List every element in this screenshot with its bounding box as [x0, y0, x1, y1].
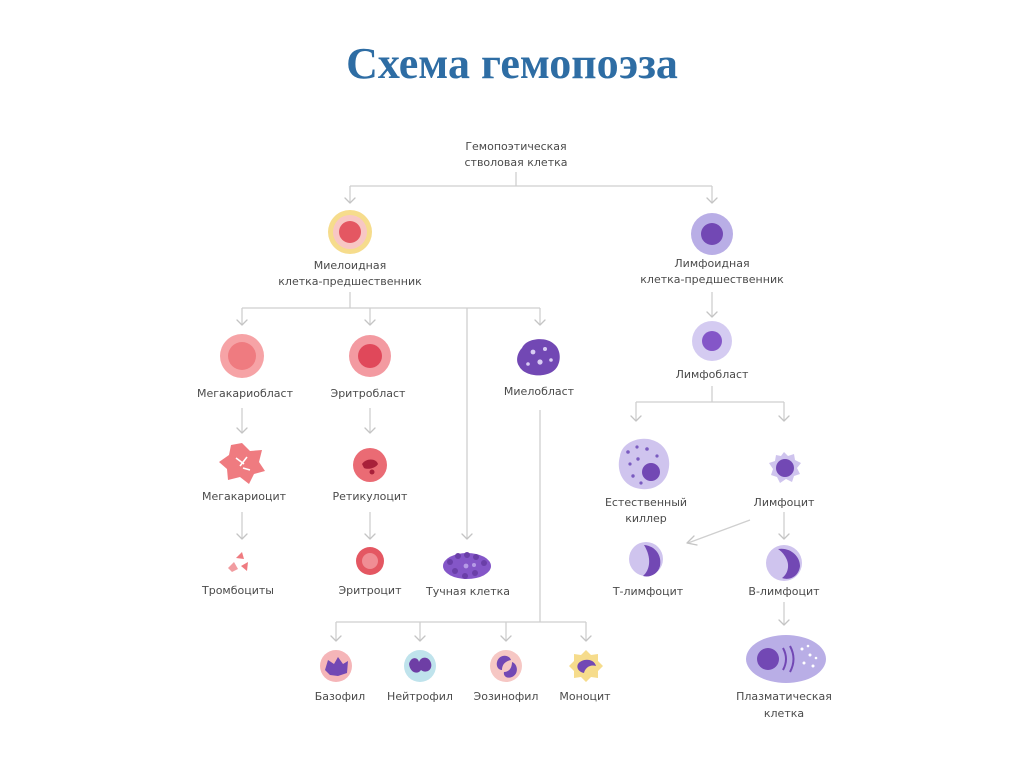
- label-eosinophil: Эозинофил: [474, 690, 539, 703]
- reticulocyte-icon: [353, 448, 387, 482]
- natural-killer-icon: [618, 438, 670, 490]
- t-lymphocyte-icon: [629, 542, 663, 577]
- lymphoblast-icon: [692, 321, 732, 361]
- label-nk-line2: киллер: [625, 512, 667, 525]
- myeloid-progenitor-icon: [328, 210, 372, 254]
- basophil-icon: [320, 650, 352, 682]
- label-t-lymphocyte: Т-лимфоцит: [612, 585, 684, 598]
- label-megakaryocyte: Мегакариоцит: [202, 490, 287, 503]
- label-plasma-line2: клетка: [764, 707, 804, 720]
- label-neutrophil: Нейтрофил: [387, 690, 453, 703]
- label-megakaryoblast: Мегакариобласт: [197, 387, 294, 400]
- eosinophil-icon: [490, 650, 522, 682]
- megakaryoblast-icon: [220, 334, 264, 378]
- label-lymphoid-line2: клетка-предшественник: [640, 273, 784, 286]
- lymphoid-progenitor-icon: [691, 213, 733, 255]
- mast-cell-icon: [443, 552, 491, 579]
- label-basophil: Базофил: [315, 690, 365, 703]
- cell-labels: Гемопоэтическая стволовая клетка Миелоид…: [197, 140, 832, 720]
- megakaryocyte-icon: [219, 443, 265, 484]
- lymphocyte-icon: [769, 452, 801, 483]
- platelets-icon: [228, 552, 248, 572]
- label-myeloblast: Миелобласт: [504, 385, 575, 398]
- connector-lines: [241, 172, 785, 640]
- label-nk-line1: Естественный: [605, 496, 687, 509]
- monocyte-icon: [569, 650, 603, 682]
- arrowheads: [236, 197, 790, 642]
- label-myeloid-line1: Миелоидная: [314, 259, 386, 272]
- label-reticulocyte: Ретикулоцит: [333, 490, 409, 503]
- label-hsc-line1: Гемопоэтическая: [465, 140, 566, 153]
- label-erythroblast: Эритробласт: [331, 387, 407, 400]
- label-hsc-line2: стволовая клетка: [464, 156, 567, 169]
- neutrophil-icon: [404, 650, 436, 682]
- label-mast-cell: Тучная клетка: [425, 585, 510, 598]
- label-erythrocyte: Эритроцит: [339, 584, 403, 597]
- erythrocyte-icon: [356, 547, 384, 575]
- label-monocyte: Моноцит: [559, 690, 611, 703]
- b-lymphocyte-icon: [766, 545, 802, 581]
- label-myeloid-line2: клетка-предшественник: [278, 275, 422, 288]
- erythroblast-icon: [349, 335, 391, 377]
- myeloblast-icon: [517, 339, 560, 376]
- plasma-cell-icon: [746, 635, 826, 683]
- label-plasma-line1: Плазматическая: [736, 690, 832, 703]
- label-lymphocyte: Лимфоцит: [754, 496, 815, 509]
- label-lymphoid-line1: Лимфоидная: [674, 257, 749, 270]
- label-lymphoblast: Лимфобласт: [676, 368, 749, 381]
- label-platelets: Тромбоциты: [201, 584, 274, 597]
- label-b-lymphocyte: В-лимфоцит: [748, 585, 820, 598]
- page-title: Схема гемопоэза: [346, 39, 678, 88]
